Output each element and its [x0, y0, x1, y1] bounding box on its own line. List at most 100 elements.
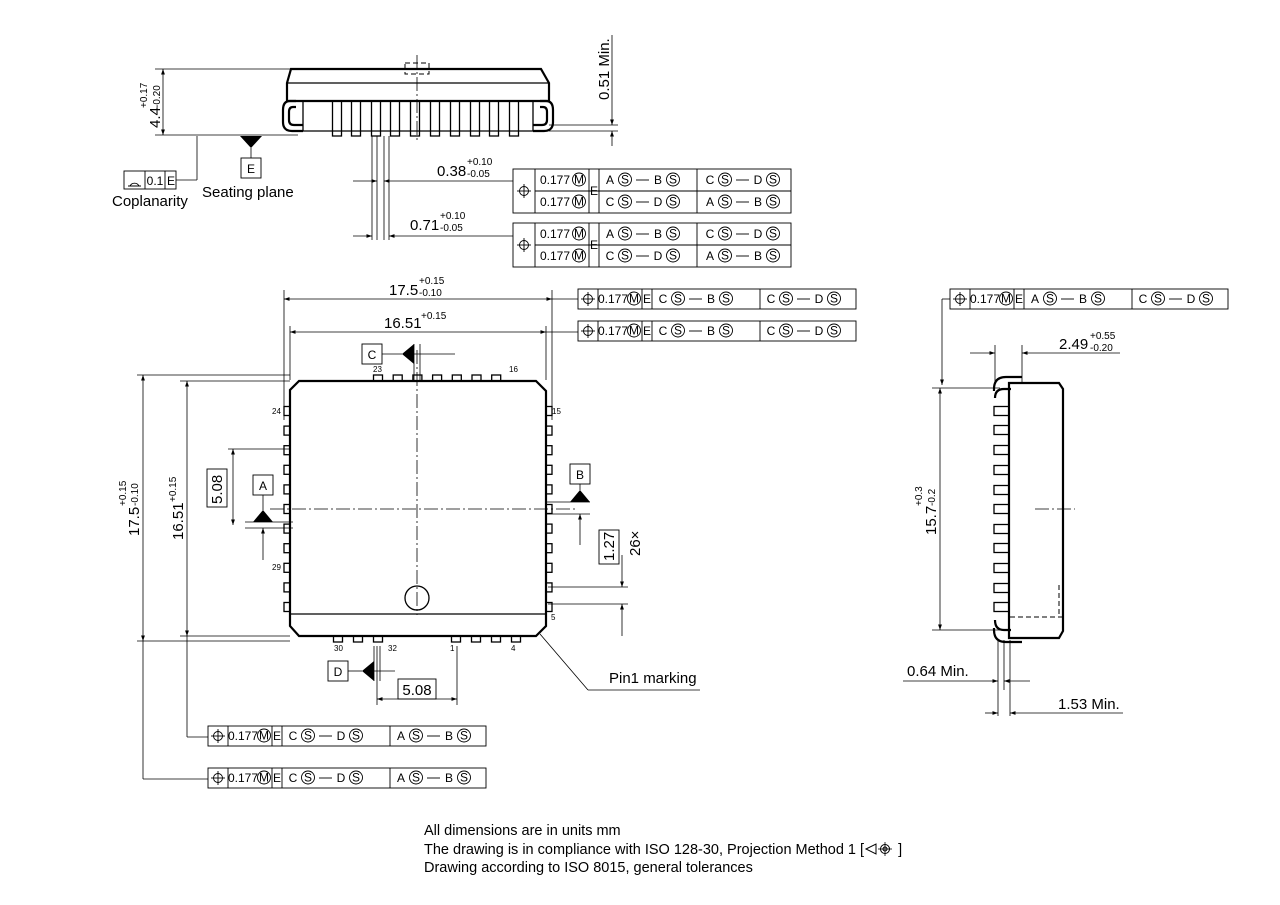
datum-ref-1-b-mod: S [669, 227, 677, 241]
side-lead-right [533, 99, 555, 133]
fcf-modifier-circle [572, 226, 586, 241]
datum-ref-2-a-mod: S [721, 227, 729, 241]
coplanarity-value: 0.1 [147, 174, 164, 188]
datum-c-triangle [402, 344, 414, 364]
end-lead-11 [993, 601, 1011, 613]
end-lead-3 [993, 444, 1011, 456]
pin-5: 5 [551, 613, 556, 622]
datum-ref-2-a: A [706, 249, 714, 263]
fcf-modifier: M [574, 195, 584, 209]
datum-ref-1-b: B [654, 227, 662, 241]
datum-ref-1-a-mod-circle [618, 172, 632, 187]
overall-height-value: 17.5 [126, 507, 143, 536]
fcf-tolerance: 0.177 [540, 249, 570, 263]
datum-ref-1-b-mod-circle [349, 770, 363, 785]
lead-shoulder-tol-lower: -0.05 [440, 223, 463, 234]
datum-ref-2-b-mod: S [769, 227, 777, 241]
note-units: All dimensions are in units mm [424, 823, 621, 839]
datum-ref-2-b: D [754, 227, 763, 241]
fcf-modifier-circle [257, 770, 271, 785]
datum-ref-2-b-mod: S [460, 771, 468, 785]
datum-ref-2-a-mod-circle [409, 728, 423, 743]
datum-d-label: D [334, 665, 343, 679]
datum-ref-1-b-mod: S [1094, 292, 1102, 306]
datum-ref-2-b: D [754, 173, 763, 187]
datum-ref-2-b-mod: S [830, 292, 838, 306]
end-view-leads [993, 405, 1011, 613]
datum-b-label: B [576, 468, 584, 482]
end-height-tol-upper: +0.3 [914, 486, 925, 506]
fcf-modifier-circle [627, 291, 641, 306]
side-lead-7 [449, 100, 461, 137]
coplanarity-datum: E [167, 174, 175, 188]
datum-ref-2-b-mod-circle [827, 291, 841, 306]
coplanarity-frame [123, 170, 177, 190]
fcf-modifier: M [574, 249, 584, 263]
datum-ref-2-b: B [754, 195, 762, 209]
datum-ref-1-a-mod-circle [671, 291, 685, 306]
datum-ref-1-b-mod-circle [666, 226, 680, 241]
fcf-datum: E [590, 238, 598, 252]
datum-ref-1-a-mod: S [304, 771, 312, 785]
fcf-modifier: M [574, 173, 584, 187]
datum-ref-2-a-mod: S [782, 292, 790, 306]
lead-width-tol-upper: +0.10 [467, 157, 493, 168]
datum-ref-2-b: B [445, 771, 453, 785]
datum-ref-1-b-mod: S [722, 292, 730, 306]
flatness-icon [128, 182, 141, 187]
pin-29: 29 [272, 563, 281, 572]
feature-control-frame [577, 320, 857, 342]
datum-ref-2-a-mod: S [721, 249, 729, 263]
datum-ref-1-a: C [659, 292, 668, 306]
pin1-marking-label: Pin1 marking [609, 670, 697, 687]
end-lead-tol-upper: +0.55 [1090, 331, 1116, 342]
coplanarity-label: Coplanarity [112, 193, 188, 210]
datum-ref-2-a-mod: S [412, 771, 420, 785]
datum-ref-2-a-mod-circle [779, 291, 793, 306]
pin-4: 4 [511, 644, 516, 653]
side-lead-2 [350, 100, 362, 137]
datum-ref-1-b-mod: S [669, 249, 677, 263]
pin-32: 32 [388, 644, 397, 653]
datum-ref-2-a: C [706, 227, 715, 241]
fcf-modifier-circle [572, 248, 586, 263]
datum-ref-1-b-mod-circle [719, 323, 733, 338]
datum-ref-1-a: C [289, 771, 298, 785]
datum-ref-1-a: C [606, 249, 615, 263]
lead-width-tol-lower: -0.05 [467, 169, 490, 180]
datum-ref-2-a-mod-circle [718, 172, 732, 187]
datum-ref-2-a: A [397, 729, 405, 743]
min-153-label: 1.53 Min. [1058, 696, 1120, 713]
lead-shoulder-value: 0.71 [410, 217, 439, 234]
datum-ref-2-b: D [815, 292, 824, 306]
fcf-modifier: M [629, 324, 639, 338]
fcf-modifier-circle [627, 323, 641, 338]
datum-c-label: C [368, 348, 377, 362]
fcf-modifier: M [259, 729, 269, 743]
note-iso128-text: The drawing is in compliance with ISO 12… [424, 841, 865, 858]
pin-24: 24 [272, 407, 281, 416]
datum-ref-1-b: D [654, 195, 663, 209]
datum-ref-2-b: B [445, 729, 453, 743]
fcf-modifier-circle [999, 291, 1013, 306]
datum-ref-1-b-mod-circle [666, 194, 680, 209]
pin-1: 1 [450, 644, 455, 653]
datum-ref-1-a-mod-circle [1043, 291, 1057, 306]
fcf-modifier: M [259, 771, 269, 785]
overall-width-tol-upper: +0.15 [419, 276, 445, 287]
datum-ref-1-a-mod: S [621, 195, 629, 209]
end-lead-4 [993, 464, 1011, 476]
datum-ref-2-b-mod-circle [827, 323, 841, 338]
side-lead-left [281, 99, 303, 133]
datum-ref-2-a: C [767, 292, 776, 306]
fcf-modifier-circle [257, 728, 271, 743]
side-view-leads [331, 100, 520, 137]
datum-ref-2-b-mod-circle [1199, 291, 1213, 306]
end-lead-8 [993, 542, 1011, 554]
datum-ref-2-b-mod: S [769, 173, 777, 187]
datum-ref-1-a-mod-circle [301, 770, 315, 785]
datum-ref-1-a-mod-circle [618, 226, 632, 241]
datum-ref-2-b-mod: S [769, 249, 777, 263]
datum-ref-2-b: B [754, 249, 762, 263]
